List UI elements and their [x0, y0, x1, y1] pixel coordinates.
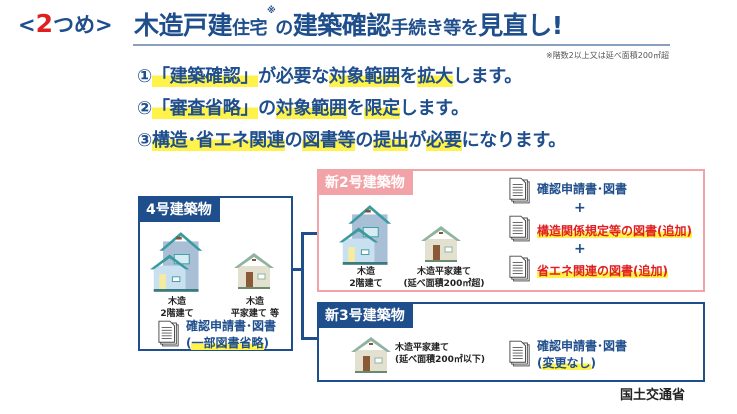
doc-item-added: 構造関係規定等の図書(追加) — [537, 224, 692, 238]
point-number: ② — [137, 98, 152, 119]
title-underline — [133, 44, 670, 46]
title-footnote-mark: ※ — [267, 6, 276, 16]
doc-list: 確認申請書･図書 (一部図書省略) — [186, 318, 276, 352]
document-icon — [509, 340, 531, 368]
highlighted-text: 「審査省略」 — [151, 98, 259, 119]
tag-suffix: つめ> — [53, 13, 113, 37]
doc-list: 確認申請書･図書 (変更なし) — [537, 338, 627, 372]
title-text: の — [275, 18, 293, 39]
plus-sign: + — [574, 200, 586, 216]
tag-number: 2 — [35, 9, 54, 38]
title-text: 見直し! — [478, 11, 563, 40]
highlighted-text: 必要 — [426, 130, 462, 151]
point-text: が — [408, 130, 427, 151]
document-icon — [509, 215, 531, 243]
highlighted-text: 拡大 — [417, 66, 453, 87]
paren: ) — [263, 336, 269, 350]
panel-label: 新2号建築物 — [317, 169, 413, 195]
highlighted-text: 対象範囲 — [328, 66, 400, 87]
doc-item: 確認申請書･図書 — [537, 339, 628, 353]
point-text: が必要な — [258, 66, 329, 87]
point-2: ②「審査省略」の対象範囲を限定します。 — [137, 94, 469, 120]
point-text: します。 — [452, 66, 522, 87]
publisher-credit: 国土交通省 — [620, 388, 686, 403]
title-text: 住宅 — [232, 18, 268, 39]
title-text: 建築確認 — [292, 11, 392, 40]
house-caption: 木造 2階建て — [160, 297, 194, 319]
highlighted-text: 対象範囲 — [275, 98, 347, 119]
connector — [301, 337, 318, 340]
document-icon — [509, 177, 531, 205]
doc-item-highlight: 一部図書省略 — [191, 336, 264, 350]
highlighted-text: 図書等 — [302, 130, 356, 151]
house-caption: 木造 2階建て — [349, 267, 383, 289]
point-text: を — [346, 98, 365, 119]
point-1: ①「建築確認」が必要な対象範囲を拡大します。 — [137, 62, 522, 88]
two-story-house-icon — [150, 228, 206, 294]
connector — [301, 232, 318, 235]
one-story-house-icon — [232, 250, 276, 290]
footnote: ※階数2以上又は延べ面積200㎡超 — [545, 51, 669, 60]
current-building-panel: 4号建築物 木造 2階建て 木造 平家建て 等 確認申請書･図書 (一部図書省略) — [138, 196, 293, 351]
new-type3-panel: 新3号建築物 木造平家建て (延べ面積200㎡以下) 確認申請書･図書 (変更なし… — [317, 302, 705, 382]
two-story-house-icon — [339, 201, 395, 267]
tag-prefix: < — [18, 13, 36, 37]
paren: ) — [590, 356, 596, 370]
point-text: を — [399, 66, 418, 87]
house-caption: 木造平家建て (延べ面積200㎡超) — [403, 267, 485, 289]
doc-item: 確認申請書･図書 — [537, 182, 628, 196]
one-story-house-icon — [419, 223, 463, 263]
page-title: 木造戸建住宅 ※ の建築確認手続き等を見直し! — [134, 6, 563, 42]
point-text: の — [284, 130, 303, 151]
point-text: の — [258, 98, 276, 119]
doc-item-highlight: 変更なし — [542, 356, 591, 370]
document-icon — [158, 320, 180, 348]
doc-item-added: 省エネ関連の図書(追加) — [537, 264, 668, 278]
title-text: 木造戸建 — [134, 11, 233, 40]
highlighted-text: 提出 — [373, 130, 409, 151]
connector — [301, 232, 304, 340]
one-story-house-icon — [349, 334, 393, 374]
point-number: ① — [137, 66, 152, 87]
point-number: ③ — [137, 130, 152, 151]
point-text: の — [355, 130, 374, 151]
panel-label: 新3号建築物 — [317, 302, 413, 328]
panel-label: 4号建築物 — [138, 196, 220, 222]
document-icon — [509, 255, 531, 283]
point-text: になります。 — [461, 130, 567, 151]
point-text: します。 — [399, 98, 469, 119]
connector — [292, 268, 303, 271]
paren: ( — [186, 336, 192, 350]
new-type2-panel: 新2号建築物 木造 2階建て 木造平家建て (延べ面積200㎡超) 確認申請書･… — [317, 169, 705, 292]
doc-item: 確認申請書･図書 — [186, 319, 277, 333]
plus-sign: + — [574, 241, 586, 257]
highlighted-text: 構造･省エネ関連 — [151, 130, 285, 151]
section-tag: <2つめ> — [18, 9, 113, 39]
point-3: ③構造･省エネ関連の図書等の提出が必要になります。 — [137, 126, 566, 152]
house-caption: 木造 平家建て 等 — [230, 297, 280, 319]
title-text: 手続き等を — [390, 18, 479, 39]
house-caption: 木造平家建て (延べ面積200㎡以下) — [395, 343, 486, 365]
highlighted-text: 「建築確認」 — [151, 66, 259, 87]
paren: ( — [537, 356, 543, 370]
highlighted-text: 限定 — [364, 98, 400, 119]
